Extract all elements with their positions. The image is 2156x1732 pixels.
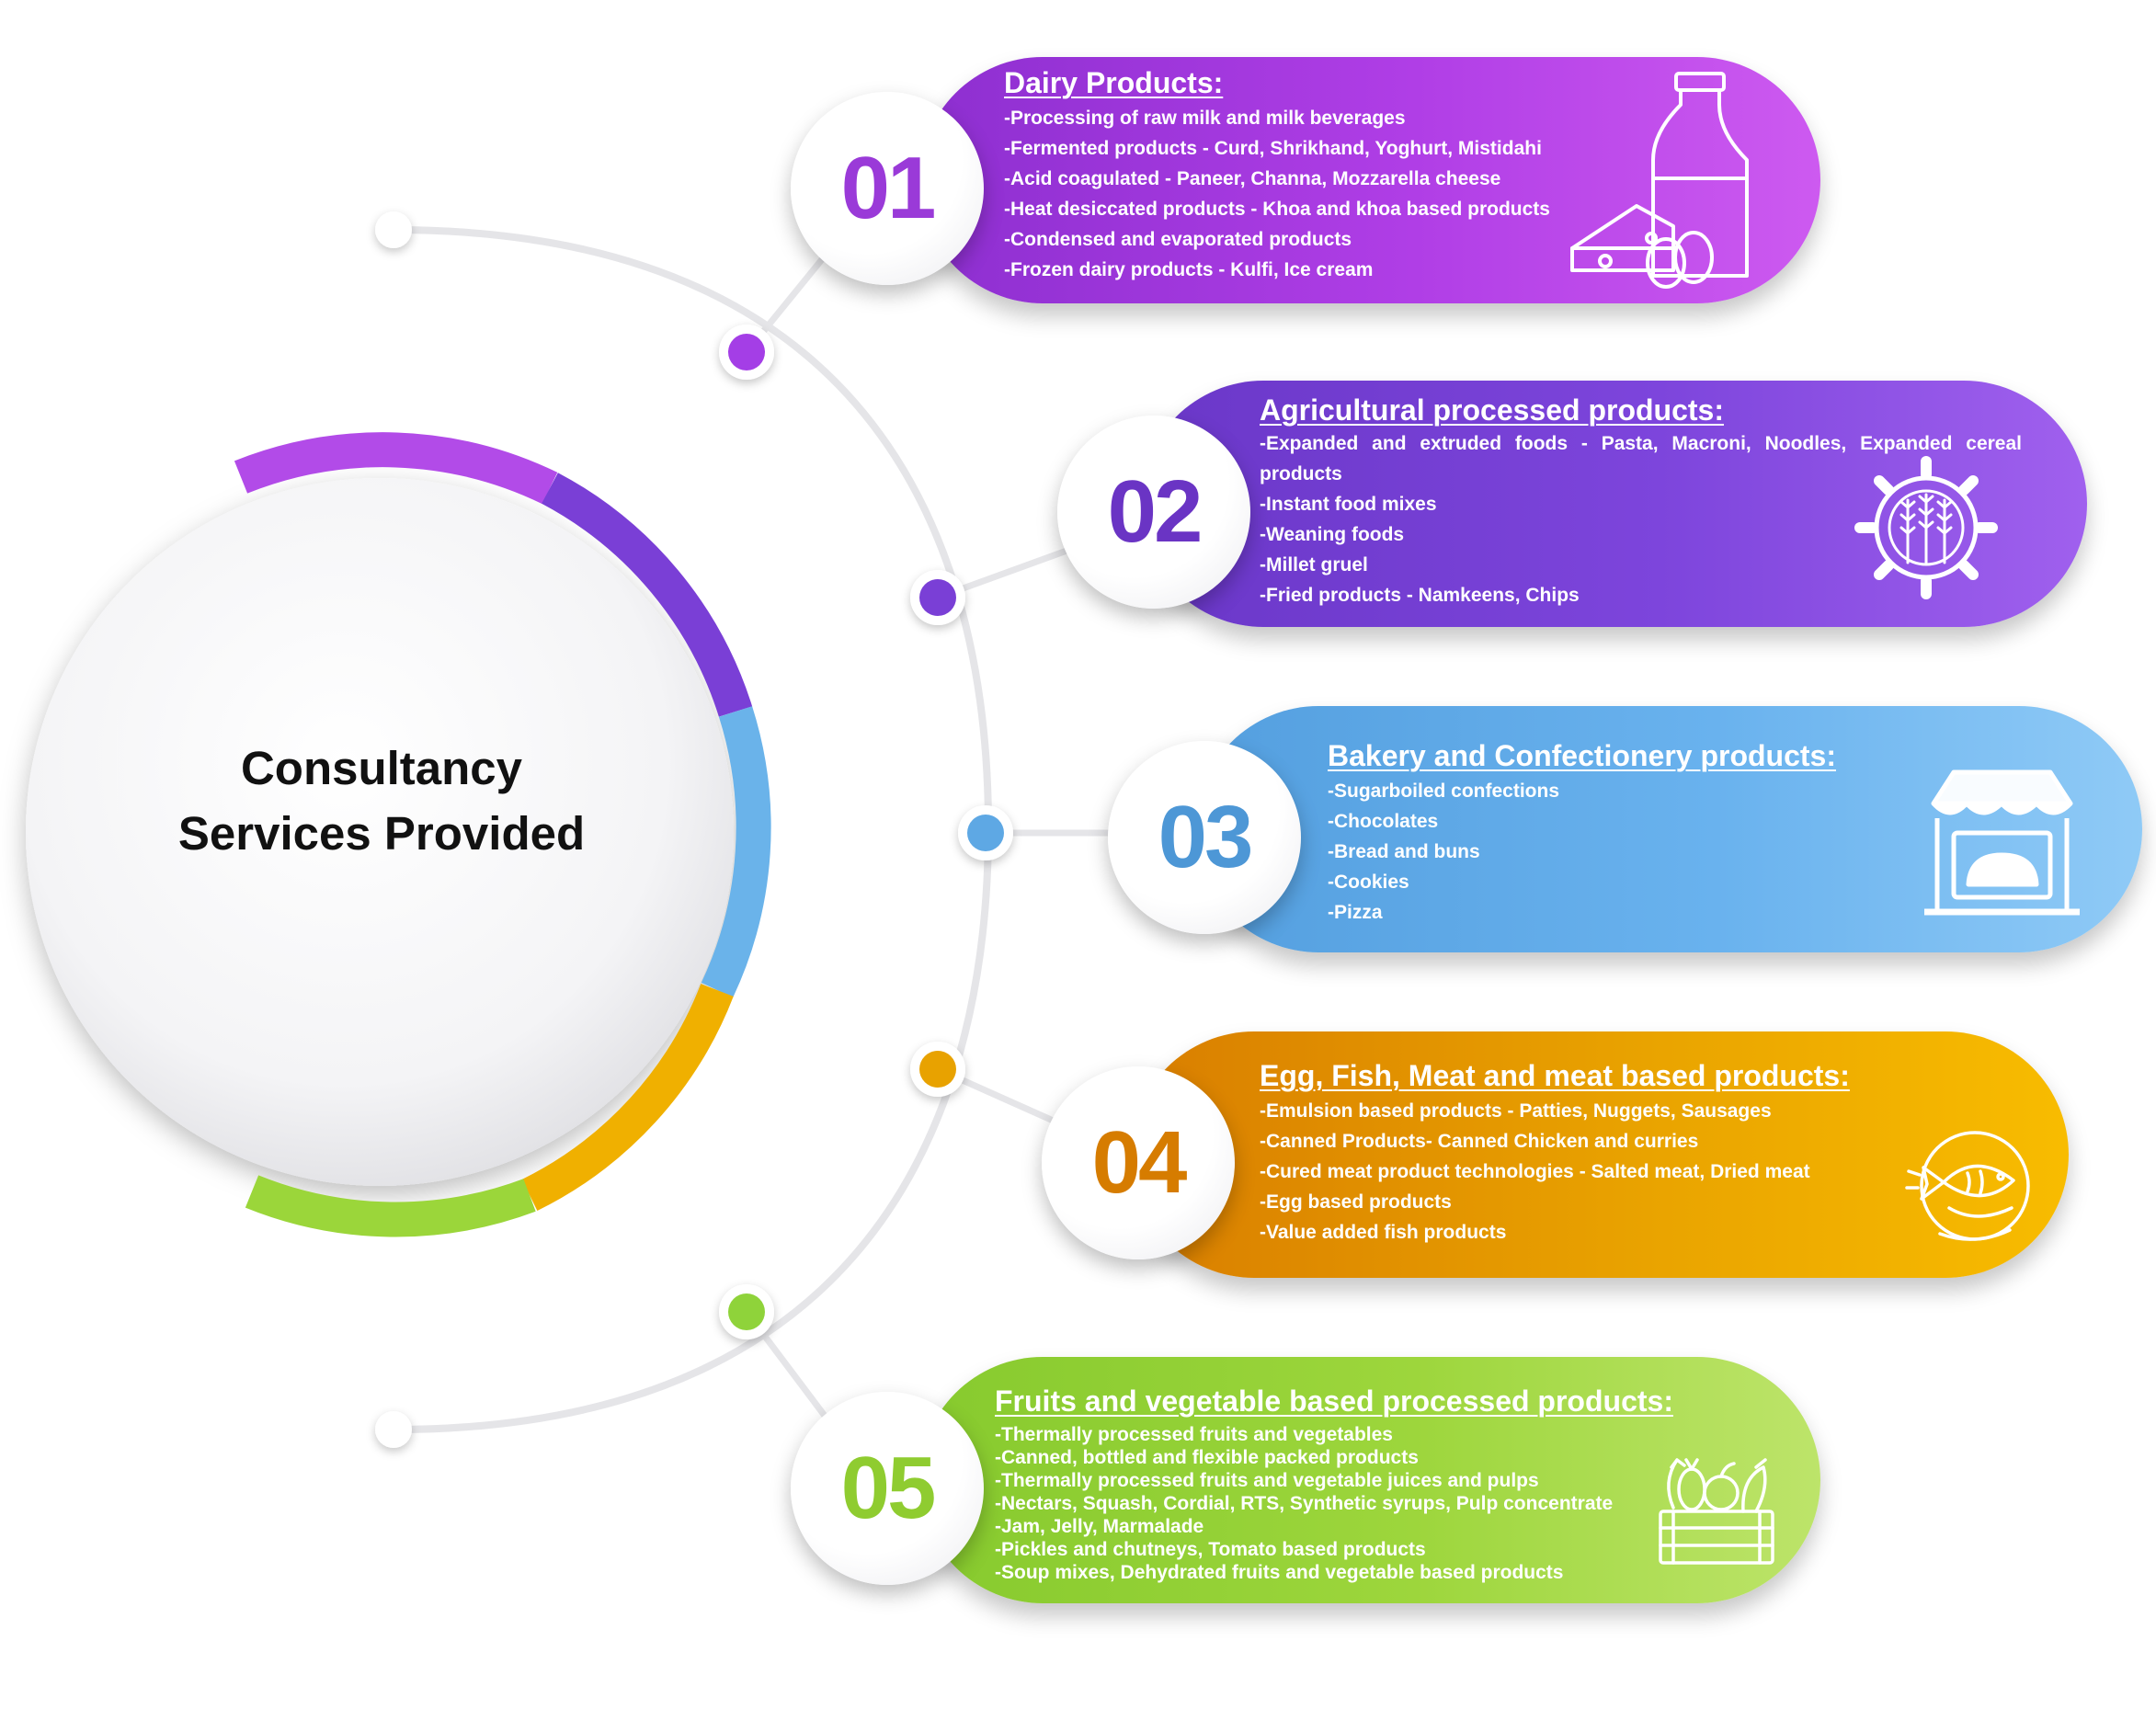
number-badge-04: 04 <box>1042 1066 1235 1259</box>
number-badge-02: 02 <box>1057 416 1250 609</box>
arc-dot-03 <box>958 805 1013 860</box>
center-title-line1: Consultancy <box>240 742 523 794</box>
center-ring <box>234 432 771 1237</box>
list-item: -Emulsion based products - Patties, Nugg… <box>1260 1100 1772 1122</box>
list-item: -Egg based products <box>1260 1191 1452 1213</box>
list-item: -Millet gruel <box>1260 554 1368 575</box>
list-item: -Soup mixes, Dehydrated fruits and veget… <box>995 1562 1564 1583</box>
list-item: -Heat desiccated products - Khoa and kho… <box>1004 199 1550 220</box>
list-item: -Cookies <box>1328 872 1409 893</box>
arc-dot-05 <box>719 1284 774 1339</box>
list-item: -Instant food mixes <box>1260 494 1437 515</box>
list-item: -Condensed and evaporated products <box>1004 229 1352 250</box>
list-item: -Thermally processed fruits and vegetabl… <box>995 1424 1393 1445</box>
list-item: -Chocolates <box>1328 811 1439 832</box>
ring-segment-green <box>245 1175 536 1237</box>
list-item: -Expanded and extruded foods - Pasta, Ma… <box>1260 433 2023 454</box>
fish-plate-icon <box>1905 1131 2030 1241</box>
bakery-shop-icon <box>1924 769 2080 916</box>
ring-segment-violet <box>542 473 753 717</box>
arc-end-dot-top <box>375 211 412 248</box>
service-title: Agricultural processed products: <box>1260 393 1724 427</box>
service-card-dairy: Dairy Products: -Processing of raw milk … <box>919 57 1820 303</box>
list-item: -Value added fish products <box>1260 1222 1507 1243</box>
number-badge-01: 01 <box>791 92 984 285</box>
arc-dot-04 <box>910 1042 965 1097</box>
list-item: -Fried products - Namkeens, Chips <box>1260 585 1580 606</box>
list-item: -Bread and buns <box>1328 841 1480 862</box>
number-badge-05: 05 <box>791 1392 984 1585</box>
arc-dot-02 <box>910 570 965 625</box>
service-title: Fruits and vegetable based processed pro… <box>995 1384 1673 1418</box>
arc-end-dot-bottom <box>375 1411 412 1448</box>
ring-segment-magenta <box>234 432 558 505</box>
service-card-bakery: Bakery and Confectionery products: -Suga… <box>1195 706 2142 952</box>
service-card-egg-fish-meat: Egg, Fish, Meat and meat based products:… <box>1131 1031 2069 1278</box>
ring-segment-orange <box>521 984 734 1212</box>
connector-spokes <box>744 236 1149 1437</box>
wheat-gear-icon <box>1854 456 1998 599</box>
center-title: Consultancy Services Provided <box>110 735 653 866</box>
ring-segment-blue <box>701 706 771 998</box>
service-card-fruits-vegetables: Fruits and vegetable based processed pro… <box>919 1357 1820 1603</box>
list-item: -Processing of raw milk and milk beverag… <box>1004 108 1406 129</box>
dairy-icon <box>1570 72 1749 289</box>
list-item: -Fermented products - Curd, Shrikhand, Y… <box>1004 138 1542 159</box>
list-item: -Canned Products- Canned Chicken and cur… <box>1260 1131 1699 1152</box>
list-item: -Acid coagulated - Paneer, Channa, Mozza… <box>1004 168 1501 189</box>
service-title: Dairy Products: <box>1004 66 1224 99</box>
list-item: -Canned, bottled and flexible packed pro… <box>995 1447 1419 1468</box>
list-item: -Pizza <box>1328 902 1383 923</box>
arc-dot-01 <box>719 325 774 380</box>
list-item: -Jam, Jelly, Marmalade <box>995 1516 1204 1537</box>
list-item: -Nectars, Squash, Cordial, RTS, Syntheti… <box>995 1493 1614 1514</box>
list-item: -Cured meat product technologies - Salte… <box>1260 1161 1810 1182</box>
list-item: -Weaning foods <box>1260 524 1405 545</box>
list-item: products <box>1260 463 1342 484</box>
vegetable-crate-icon <box>1659 1458 1774 1565</box>
service-title: Bakery and Confectionery products: <box>1328 739 1836 772</box>
center-disc <box>26 478 734 1186</box>
center-title-line2: Services Provided <box>177 807 586 860</box>
list-item: -Sugarboiled confections <box>1328 781 1560 802</box>
list-item: -Frozen dairy products - Kulfi, Ice crea… <box>1004 259 1374 280</box>
list-item: -Thermally processed fruits and vegetabl… <box>995 1470 1539 1491</box>
service-card-agricultural: Agricultural processed products: -Expand… <box>1140 381 2087 627</box>
list-item: -Pickles and chutneys, Tomato based prod… <box>995 1539 1426 1560</box>
number-badge-03: 03 <box>1108 741 1301 934</box>
service-title: Egg, Fish, Meat and meat based products: <box>1260 1059 1850 1092</box>
